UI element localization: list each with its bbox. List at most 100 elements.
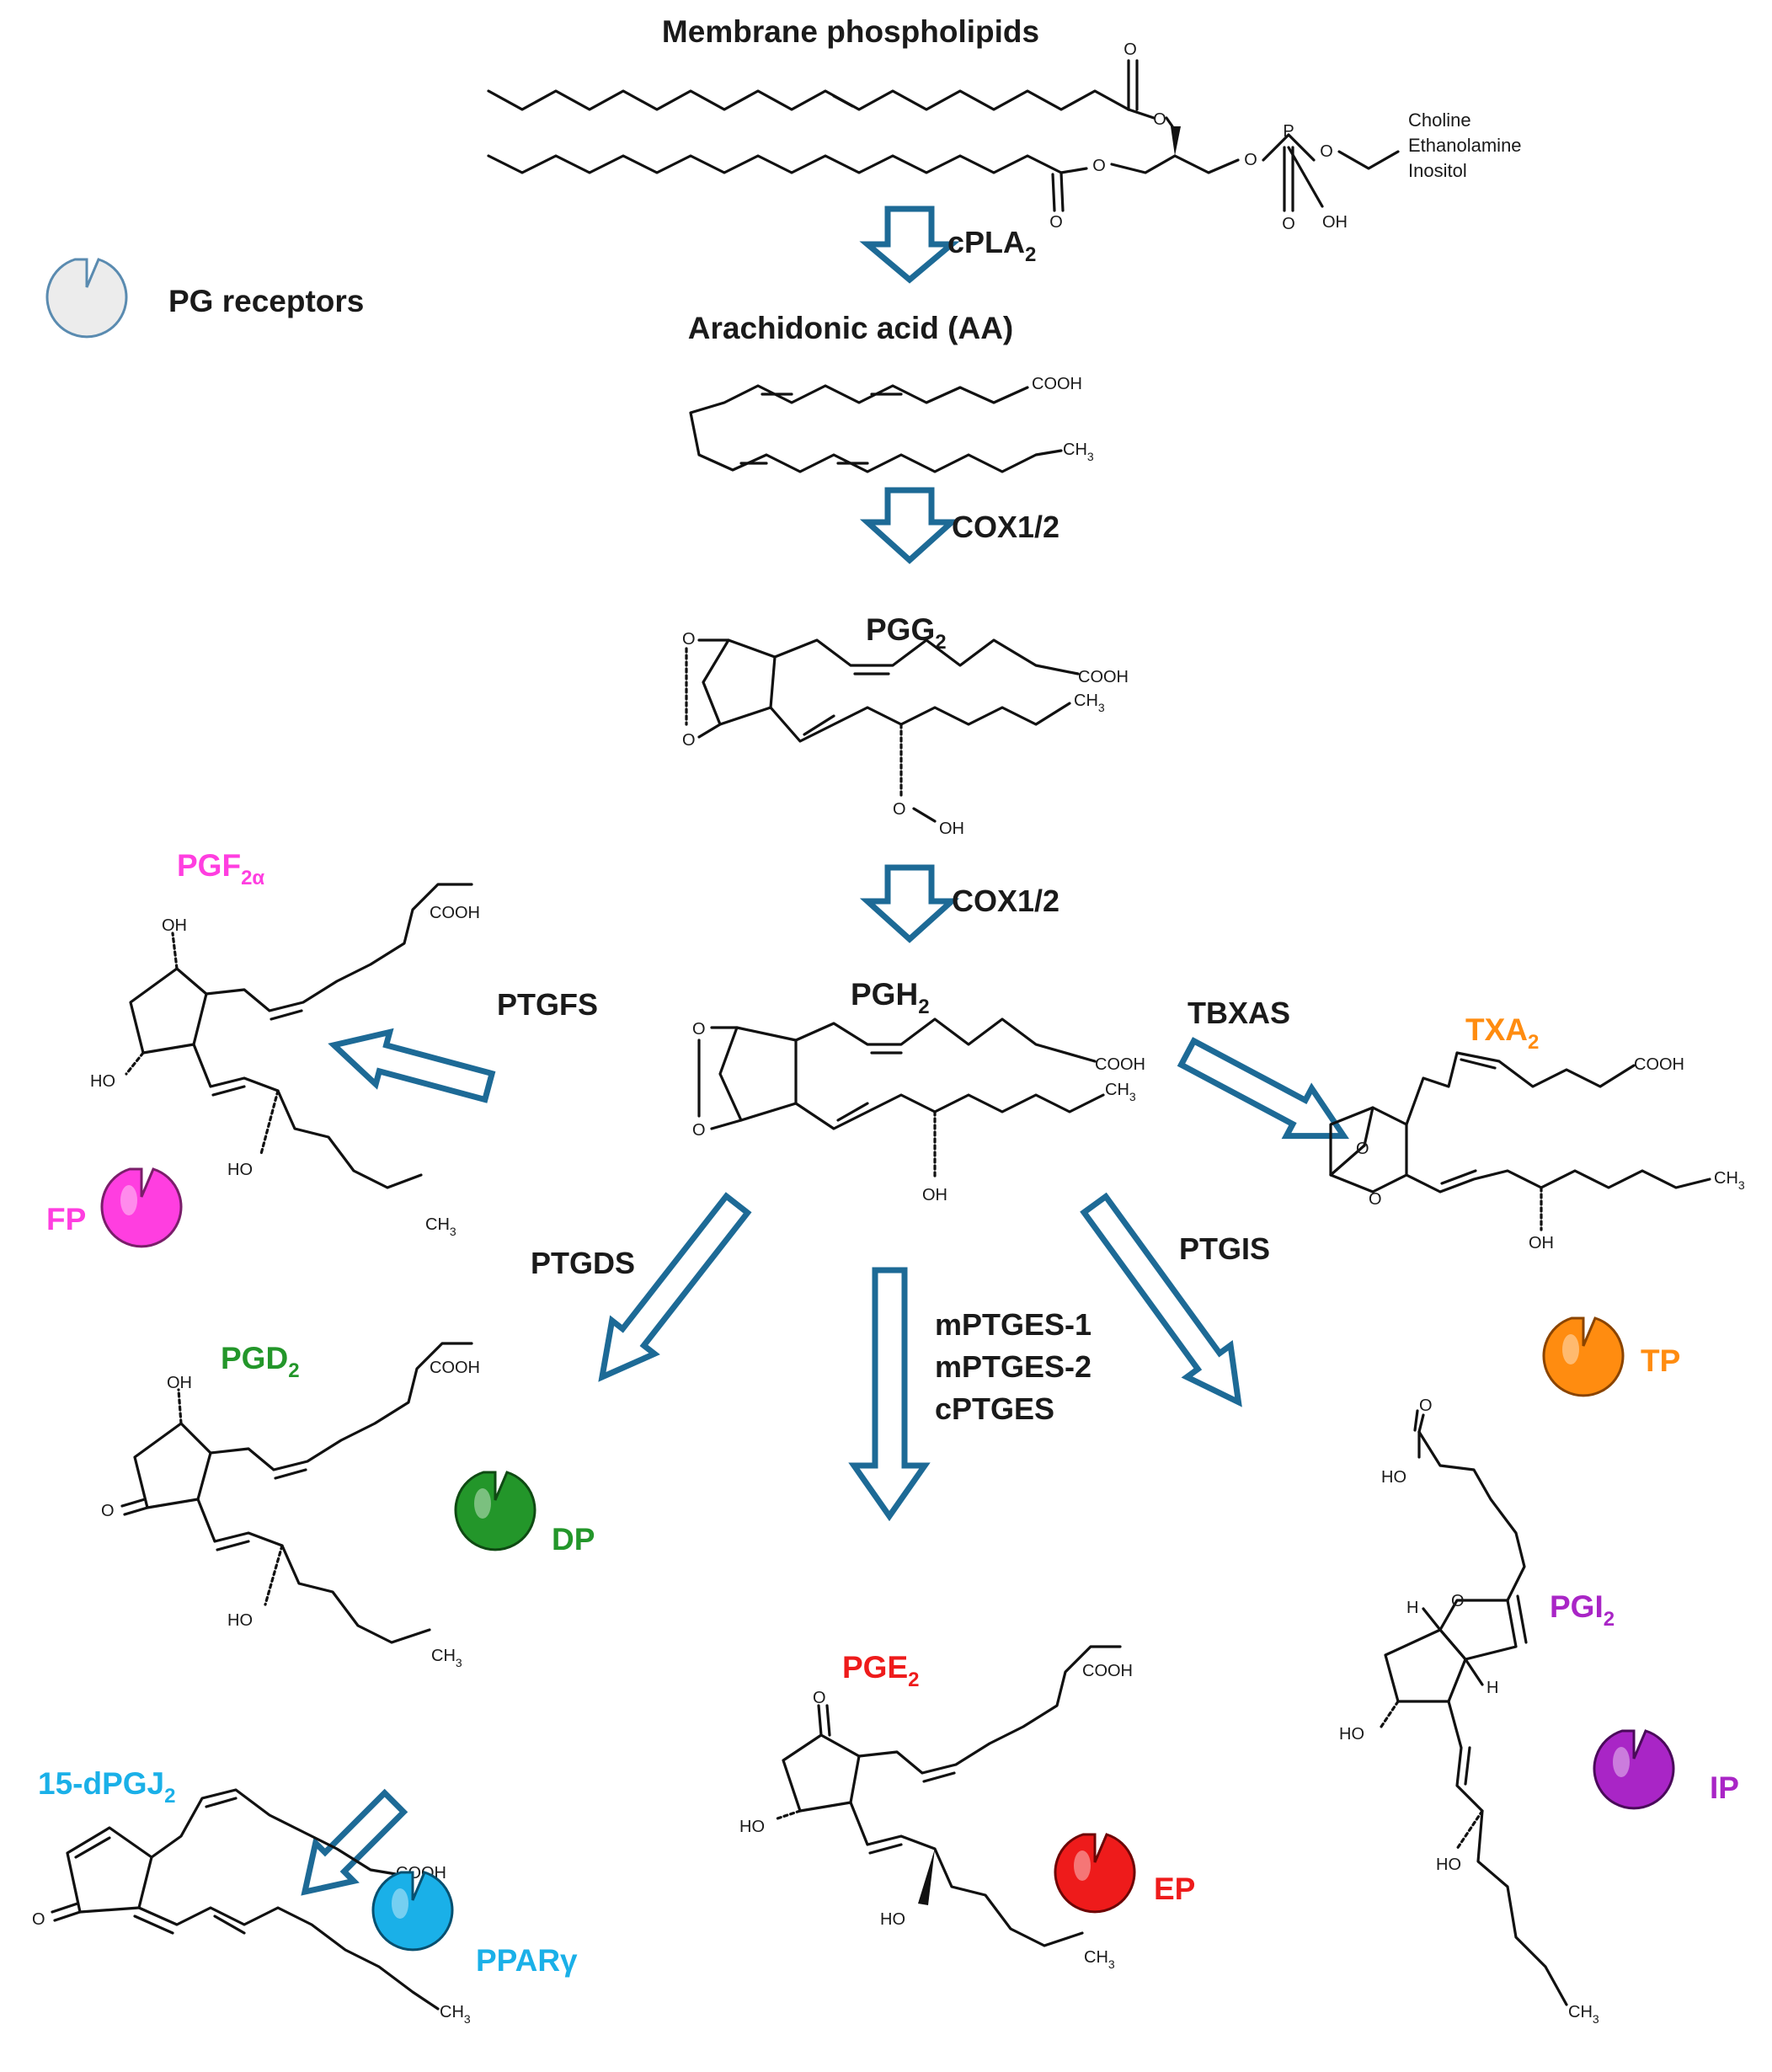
atom-ho: HO xyxy=(1436,1856,1461,1874)
arrow-ptgis xyxy=(1080,1192,1242,1407)
atom-o: O xyxy=(893,800,906,819)
atom-o: O xyxy=(692,1121,706,1140)
arrow-cpla2 xyxy=(859,206,960,284)
atom-o: O xyxy=(32,1910,45,1929)
pgh2-structure: PGH2 O O COOH CH3 OH xyxy=(692,977,1145,1204)
atom-p: P xyxy=(1283,122,1294,141)
receptor-ip-label: IP xyxy=(1710,1770,1739,1805)
legend: PG receptors xyxy=(45,258,364,339)
atom-o: O xyxy=(813,1689,826,1707)
receptor-ep: EP xyxy=(1054,1833,1195,1914)
receptor-icon xyxy=(45,258,128,339)
atom-ho: HO xyxy=(880,1910,905,1929)
membrane-phospholipid-structure: Membrane phospholipids O O O O O P O O O… xyxy=(487,14,1522,233)
atom-cooh: COOH xyxy=(1082,1662,1133,1680)
arrows xyxy=(301,206,1349,1896)
atom-oh: OH xyxy=(167,1374,192,1392)
atom-cooh: COOH xyxy=(1032,375,1082,393)
receptor-fp: FP xyxy=(46,1167,183,1248)
pgg2-structure: PGG2 O O COOH CH3 O OH xyxy=(682,612,1129,838)
arrow-ptgfs xyxy=(328,1028,496,1103)
atom-ch3: CH3 xyxy=(425,1215,456,1238)
atom-o: O xyxy=(1451,1592,1465,1610)
pgi2-structure: PGI2 HO O O H H HO HO CH3 xyxy=(1339,1396,1615,2026)
receptor-tp: TP xyxy=(1542,1316,1680,1397)
arrow-ptges xyxy=(848,1267,931,1522)
atom-cooh: COOH xyxy=(430,904,480,922)
atom-o: O xyxy=(1049,213,1063,232)
label-pgd2: PGD2 xyxy=(221,1341,300,1382)
atom-o: O xyxy=(1356,1140,1369,1158)
arrow-ptgds xyxy=(598,1192,752,1382)
enzyme-ptgfs: PTGFS xyxy=(497,987,598,1022)
label-pgi2: PGI2 xyxy=(1550,1589,1615,1631)
atom-ch3: CH3 xyxy=(1105,1081,1136,1103)
receptors: FP TP DP EP xyxy=(46,1167,1739,1978)
label-pgf2a: PGF2α xyxy=(177,848,264,889)
atom-h: H xyxy=(1486,1679,1498,1697)
title-membrane-phospholipids: Membrane phospholipids xyxy=(662,14,1039,49)
enzyme-cox-1: COX1/2 xyxy=(952,510,1059,544)
atom-o: O xyxy=(1282,215,1295,233)
atom-o: O xyxy=(692,1020,706,1039)
label-pge2: PGE2 xyxy=(842,1650,920,1691)
atom-oh: OH xyxy=(1322,213,1348,232)
receptor-fp-label: FP xyxy=(46,1202,86,1236)
label-pgh2: PGH2 xyxy=(851,977,930,1018)
atom-oh: OH xyxy=(162,916,187,935)
atom-ho: HO xyxy=(227,1161,253,1179)
atom-o: O xyxy=(682,630,696,649)
receptor-ep-icon xyxy=(1054,1833,1136,1914)
atom-o: O xyxy=(101,1502,115,1520)
enzyme-ptgds: PTGDS xyxy=(531,1246,635,1280)
enzyme-tbxas: TBXAS xyxy=(1188,996,1290,1030)
arrow-pgd2-to-15dpgj2 xyxy=(301,1788,408,1896)
atom-ch3: CH3 xyxy=(1074,692,1105,714)
enzyme-labels: cPLA2 COX1/2 COX1/2 PTGFS TBXAS PTGDS PT… xyxy=(497,225,1290,1426)
pgd2-structure: PGD2 OH O HO COOH CH3 xyxy=(101,1341,480,1669)
enzyme-cpla2: cPLA2 xyxy=(947,225,1036,266)
atom-ho: HO xyxy=(739,1818,765,1836)
pge2-structure: PGE2 O HO HO COOH CH3 xyxy=(739,1645,1133,1971)
atom-ch3: CH3 xyxy=(1084,1948,1115,1971)
atom-h: H xyxy=(1406,1599,1418,1617)
atom-ch3: CH3 xyxy=(440,2003,471,2026)
atom-ho: HO xyxy=(90,1072,115,1091)
atom-cooh: COOH xyxy=(1095,1055,1145,1074)
enzyme-cptges: cPTGES xyxy=(935,1391,1054,1426)
headgroup-inositol: Inositol xyxy=(1408,160,1467,181)
receptor-pparg-label: PPARγ xyxy=(476,1943,578,1978)
receptor-ip-icon xyxy=(1593,1729,1675,1810)
receptor-fp-icon xyxy=(100,1167,183,1248)
atom-ch3: CH3 xyxy=(1568,2003,1599,2026)
atom-o: O xyxy=(1320,142,1333,161)
atom-o: O xyxy=(682,731,696,750)
15dpgj2-structure: 15-dPGJ2 O COOH CH3 xyxy=(32,1766,471,2026)
atom-o: O xyxy=(1244,151,1257,169)
atom-oh: OH xyxy=(1529,1234,1554,1252)
enzyme-cox-2: COX1/2 xyxy=(952,884,1059,918)
atom-o: O xyxy=(1369,1190,1382,1209)
atom-ho: HO xyxy=(1381,1468,1406,1487)
atom-ch3: CH3 xyxy=(1714,1169,1745,1192)
atom-o: O xyxy=(1092,157,1106,175)
atom-cooh: COOH xyxy=(1634,1055,1684,1074)
label-pgg2: PGG2 xyxy=(866,612,947,654)
headgroup-choline: Choline xyxy=(1408,109,1471,131)
receptor-pparg: PPARγ xyxy=(371,1871,578,1978)
enzyme-mptges-1: mPTGES-1 xyxy=(935,1307,1091,1342)
pgf2a-structure: PGF2α OH HO HO COOH CH3 xyxy=(90,848,480,1238)
atom-oh: OH xyxy=(922,1186,947,1204)
arrow-cox-2 xyxy=(859,864,960,943)
atom-o: O xyxy=(1419,1396,1433,1415)
label-15dpgj2: 15-dPGJ2 xyxy=(38,1766,175,1808)
receptor-ip: IP xyxy=(1593,1729,1739,1810)
enzyme-ptgis: PTGIS xyxy=(1179,1231,1270,1266)
atom-ho: HO xyxy=(1339,1725,1364,1744)
arrow-tbxas xyxy=(1177,1037,1349,1140)
receptor-tp-label: TP xyxy=(1641,1343,1680,1378)
receptor-tp-icon xyxy=(1542,1316,1625,1397)
label-txa2: TXA2 xyxy=(1465,1012,1539,1054)
receptor-dp: DP xyxy=(454,1471,595,1557)
atom-cooh: COOH xyxy=(1078,668,1129,686)
